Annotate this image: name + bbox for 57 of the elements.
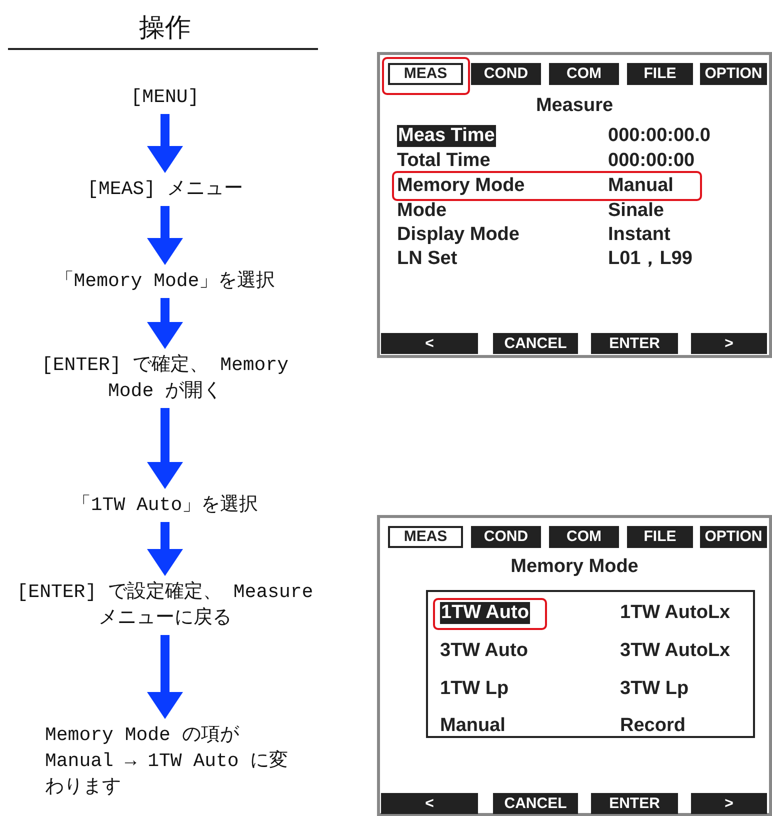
setting-value: Instant bbox=[608, 224, 670, 246]
down-arrow bbox=[147, 408, 183, 489]
step-text: 「1TW Auto」を選択 bbox=[0, 492, 330, 518]
soft-key: > bbox=[691, 333, 767, 354]
option-item: Manual bbox=[440, 715, 506, 737]
soft-key: CANCEL bbox=[493, 333, 578, 354]
soft-key: < bbox=[381, 793, 478, 814]
screen-title: Memory Mode bbox=[510, 556, 640, 578]
setting-value: Sinale bbox=[608, 200, 664, 222]
option-item: 1TW Lp bbox=[440, 678, 509, 700]
section-heading: 操作 bbox=[138, 12, 192, 44]
menu-tab: MEAS bbox=[388, 63, 463, 85]
step-text: [ENTER] で設定確定、 Measure メニューに戻る bbox=[15, 579, 315, 631]
screen-display bbox=[377, 52, 772, 358]
setting-value: Manual bbox=[608, 175, 674, 197]
setting-value: L01，L99 bbox=[608, 248, 692, 270]
setting-label: Mode bbox=[397, 200, 447, 222]
setting-value: 000:00:00.0 bbox=[608, 125, 710, 147]
setting-value: 000:00:00 bbox=[608, 150, 695, 172]
soft-key: > bbox=[691, 793, 767, 814]
soft-key: CANCEL bbox=[493, 793, 578, 814]
down-arrow bbox=[147, 206, 183, 265]
step-text: [MEAS] メニュー bbox=[0, 176, 330, 202]
option-item: 3TW Auto bbox=[440, 640, 528, 662]
menu-tab: OPTION bbox=[700, 63, 767, 85]
setting-label: Display Mode bbox=[397, 224, 520, 246]
menu-tab: COND bbox=[471, 526, 541, 548]
screen-display bbox=[377, 515, 772, 816]
option-item: 3TW Lp bbox=[620, 678, 689, 700]
down-arrow bbox=[147, 635, 183, 719]
option-item: Record bbox=[620, 715, 686, 737]
step-text: [ENTER] で確定、 Memory Mode が開く bbox=[40, 352, 290, 404]
option-item: 1TW Auto bbox=[440, 602, 530, 624]
screen-title: Measure bbox=[534, 95, 614, 117]
step-text: [MENU] bbox=[0, 84, 330, 110]
setting-label: Memory Mode bbox=[397, 175, 525, 197]
menu-tab: COM bbox=[549, 63, 619, 85]
step-text: Memory Mode の項が Manual → 1TW Auto に変わります bbox=[45, 722, 295, 800]
setting-label: Meas Time bbox=[397, 125, 496, 147]
menu-tab: OPTION bbox=[700, 526, 767, 548]
option-list-box bbox=[426, 590, 755, 738]
soft-key: ENTER bbox=[591, 333, 678, 354]
setting-label: Total Time bbox=[397, 150, 490, 172]
down-arrow bbox=[147, 298, 183, 349]
down-arrow bbox=[147, 522, 183, 576]
menu-tab: FILE bbox=[627, 63, 693, 85]
menu-tab: FILE bbox=[627, 526, 693, 548]
down-arrow bbox=[147, 114, 183, 173]
option-item: 3TW AutoLx bbox=[620, 640, 730, 662]
soft-key: < bbox=[381, 333, 478, 354]
setting-label: LN Set bbox=[397, 248, 458, 270]
menu-tab: COND bbox=[471, 63, 541, 85]
soft-key: ENTER bbox=[591, 793, 678, 814]
option-item: 1TW AutoLx bbox=[620, 602, 730, 624]
step-text: 「Memory Mode」を選択 bbox=[0, 268, 330, 294]
menu-tab: MEAS bbox=[388, 526, 463, 548]
menu-tab: COM bbox=[549, 526, 619, 548]
